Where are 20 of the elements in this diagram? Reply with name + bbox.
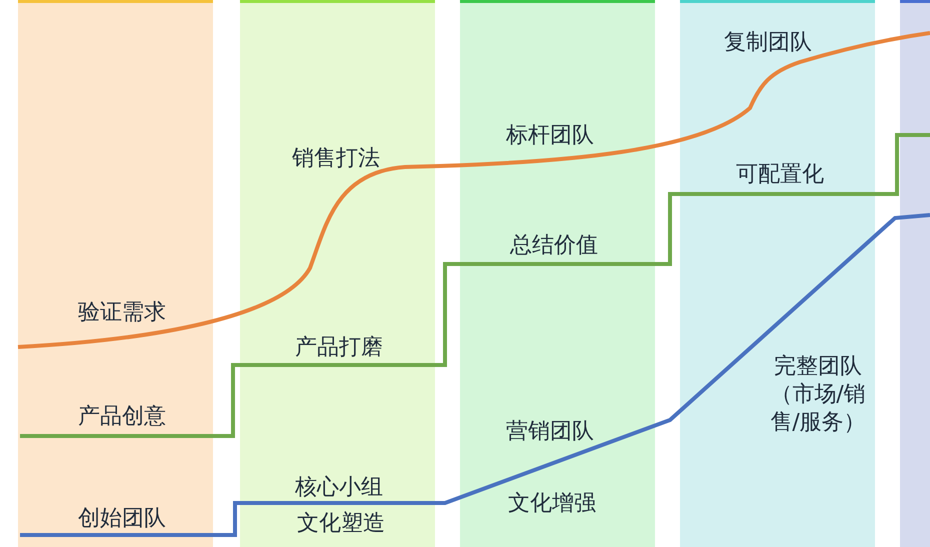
stage-label: 文化增强 <box>508 490 596 518</box>
stage-label: 文化塑造 <box>297 510 385 538</box>
stage-label: 产品创意 <box>78 403 166 431</box>
column-band <box>18 0 213 547</box>
column-band <box>680 0 875 547</box>
column-band <box>900 0 930 547</box>
stage-label: 核心小组 <box>295 474 383 502</box>
stage-label: 可配置化 <box>736 161 824 189</box>
stage-label: 销售打法 <box>292 145 380 173</box>
stage-label: 产品打磨 <box>295 334 383 362</box>
stage-label: 复制团队 <box>724 29 812 57</box>
stage-label: 验证需求 <box>78 299 166 327</box>
stage-label: 营销团队 <box>506 418 594 446</box>
column-band <box>460 0 655 547</box>
trend-line <box>20 213 930 537</box>
stage-label: 完整团队（市场/销售/服务） <box>769 353 867 437</box>
stage-label: 标杆团队 <box>506 122 594 150</box>
stage-label: 创始团队 <box>78 505 166 533</box>
stage-label: 总结价值 <box>510 232 598 260</box>
column-band <box>240 0 435 547</box>
